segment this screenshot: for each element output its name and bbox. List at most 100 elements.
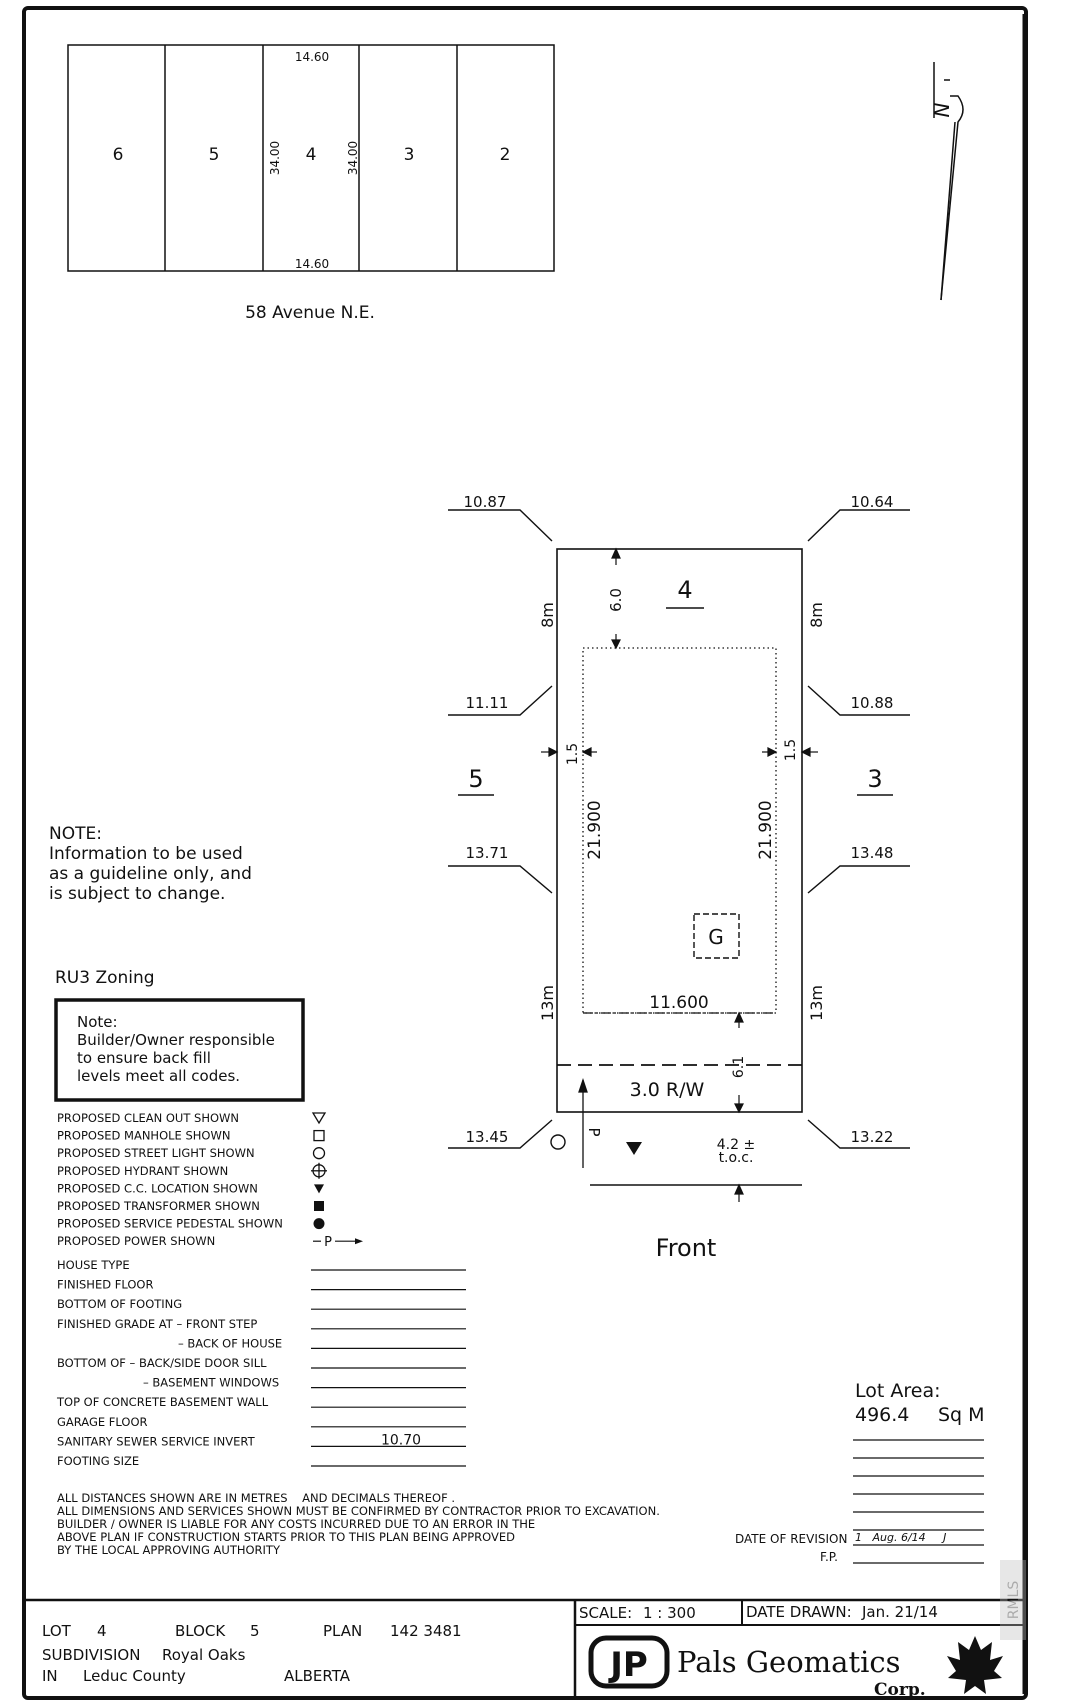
toc-value: 4.2 ±: [717, 1137, 755, 1153]
sheet-border: [22, 6, 1028, 1700]
elev-mid-tl: 11.11: [466, 694, 509, 712]
north-arrow-label: N: [930, 102, 954, 117]
garage-box: [693, 913, 740, 959]
adjacent-lot-right: 3: [867, 765, 882, 793]
company-name: Pals Geomatics: [677, 1645, 901, 1679]
province-value: ALBERTA: [284, 1667, 351, 1685]
power-line-icon: [578, 1077, 588, 1168]
elev-mid-br: 13.48: [851, 844, 894, 862]
envelope-depth-right: 21.900: [756, 800, 776, 859]
circle-outline-icon: [312, 1147, 326, 1160]
elevation-label: BOTTOM OF FOOTING: [57, 1297, 182, 1311]
note-line: Information to be used: [49, 844, 243, 864]
revision-value: 1 Aug. 6/14 J: [855, 1531, 946, 1544]
elevation-label: – BASEMENT WINDOWS: [143, 1376, 279, 1390]
maple-leaf-icon: [947, 1636, 1003, 1694]
power-pedestal-label: P: [585, 1127, 603, 1136]
scale-value: 1 : 300: [643, 1604, 696, 1622]
street-name: 58 Avenue N.E.: [245, 303, 375, 323]
legend-label: PROPOSED POWER SHOWN: [57, 1234, 215, 1248]
elev-mid-bl: 13.71: [466, 844, 509, 862]
triangle-down-outline-icon: [311, 1112, 327, 1125]
right-of-way-label: 3.0 R/W: [630, 1079, 705, 1101]
watermark-text: RMLS: [1006, 1581, 1022, 1620]
disclaimer-line: ABOVE PLAN IF CONSTRUCTION STARTS PRIOR …: [57, 1530, 515, 1544]
elevation-label: HOUSE TYPE: [57, 1258, 130, 1272]
guideline-note: NOTE: Information to be used as a guidel…: [49, 824, 252, 904]
subdivision-key-plan: [67, 44, 555, 272]
power-symbol-label: P: [324, 1235, 332, 1250]
legend-label: PROPOSED HYDRANT SHOWN: [57, 1164, 228, 1178]
envelope-depth-left: 21.900: [585, 800, 605, 859]
rear-setback: 6.0: [607, 588, 625, 612]
site-lot-number: 4: [677, 576, 692, 604]
date-drawn-value: Jan. 21/14: [861, 1603, 938, 1621]
square-filled-icon: [314, 1201, 324, 1211]
key-lot-5: 5: [209, 145, 220, 165]
company-logo-icon: [588, 1635, 670, 1689]
lot-value: 4: [97, 1622, 107, 1640]
title-block: [26, 1598, 1024, 1698]
elevation-label: SANITARY SEWER SERVICE INVERT: [57, 1434, 256, 1448]
street-light-icon: [550, 1134, 566, 1150]
elev-mid-tr: 10.88: [851, 694, 894, 712]
rear-left-height: 8m: [538, 602, 557, 628]
side-setback-left: 1.5: [565, 743, 581, 765]
elev-corner-tr: 10.64: [851, 493, 894, 511]
subdivision-label: SUBDIVISION: [42, 1646, 140, 1664]
in-label: IN: [42, 1667, 58, 1685]
north-arrow-icon: [933, 62, 964, 301]
rear-right-height: 8m: [807, 602, 826, 628]
elevation-value: 10.70: [381, 1432, 421, 1448]
lot-label: LOT: [42, 1622, 72, 1640]
disclaimer-line: BUILDER / OWNER IS LIABLE FOR ANY COSTS …: [57, 1517, 535, 1531]
adjacent-lot-left: 5: [468, 765, 483, 793]
subdivision-value: Royal Oaks: [162, 1646, 246, 1664]
triangle-down-filled-icon: [314, 1184, 324, 1194]
power-line-icon: P: [313, 1235, 363, 1250]
lot-area-value: 496.4: [855, 1404, 909, 1426]
builder-note-title: Note:: [77, 1013, 118, 1031]
scale-label: SCALE:: [579, 1604, 632, 1622]
toc-label: t.o.c.: [719, 1150, 754, 1166]
realtor-watermark: RMLS: [1000, 1560, 1026, 1640]
cc-location-icon: [626, 1142, 642, 1155]
company-suffix: Corp.: [874, 1680, 926, 1700]
county-value: Leduc County: [83, 1667, 186, 1685]
front-left-height: 13m: [538, 985, 557, 1021]
site-lot: [556, 548, 803, 1113]
builder-note-box: [54, 998, 305, 1102]
disclaimer-line: ALL DISTANCES SHOWN ARE IN METRES AND DE…: [57, 1491, 455, 1505]
fp-label: F.P.: [820, 1550, 838, 1564]
elevation-label: – BACK OF HOUSE: [178, 1336, 282, 1350]
key-lot-2: 2: [500, 145, 511, 165]
key-frontage-bottom: 14.60: [295, 257, 329, 271]
note-line: as a guideline only, and: [49, 864, 252, 884]
legend-label: PROPOSED TRANSFORMER SHOWN: [57, 1199, 260, 1213]
crossed-circle-icon: [311, 1162, 327, 1179]
builder-note-line: Builder/Owner responsible: [77, 1031, 275, 1049]
front-right-height: 13m: [807, 985, 826, 1021]
elev-corner-tl: 10.87: [464, 493, 507, 511]
legend-label: PROPOSED C.C. LOCATION SHOWN: [57, 1181, 258, 1195]
key-lot-3: 3: [404, 145, 415, 165]
block-label: BLOCK: [175, 1622, 226, 1640]
builder-note-line: to ensure back fill: [77, 1049, 211, 1067]
disclaimer-line: ALL DIMENSIONS AND SERVICES SHOWN MUST B…: [57, 1504, 660, 1518]
elevation-label: GARAGE FLOOR: [57, 1415, 148, 1429]
elevation-leaders: [448, 509, 910, 1186]
disclaimer: ALL DISTANCES SHOWN ARE IN METRES AND DE…: [57, 1491, 660, 1557]
key-depth-right: 34.00: [346, 141, 360, 175]
lot-area-label: Lot Area:: [855, 1380, 941, 1402]
legend-label: PROPOSED SERVICE PEDESTAL SHOWN: [57, 1217, 283, 1231]
side-setback-right: 1.5: [783, 739, 799, 761]
front-label: Front: [656, 1234, 717, 1262]
builder-note-line: levels meet all codes.: [77, 1067, 240, 1085]
key-lot-6: 6: [113, 145, 124, 165]
legend-label: PROPOSED STREET LIGHT SHOWN: [57, 1146, 255, 1160]
circle-filled-icon: [313, 1218, 325, 1230]
logo-letters: JP: [608, 1645, 648, 1685]
disclaimer-line: BY THE LOCAL APPROVING AUTHORITY: [57, 1543, 281, 1557]
legend-label: PROPOSED CLEAN OUT SHOWN: [57, 1111, 239, 1125]
